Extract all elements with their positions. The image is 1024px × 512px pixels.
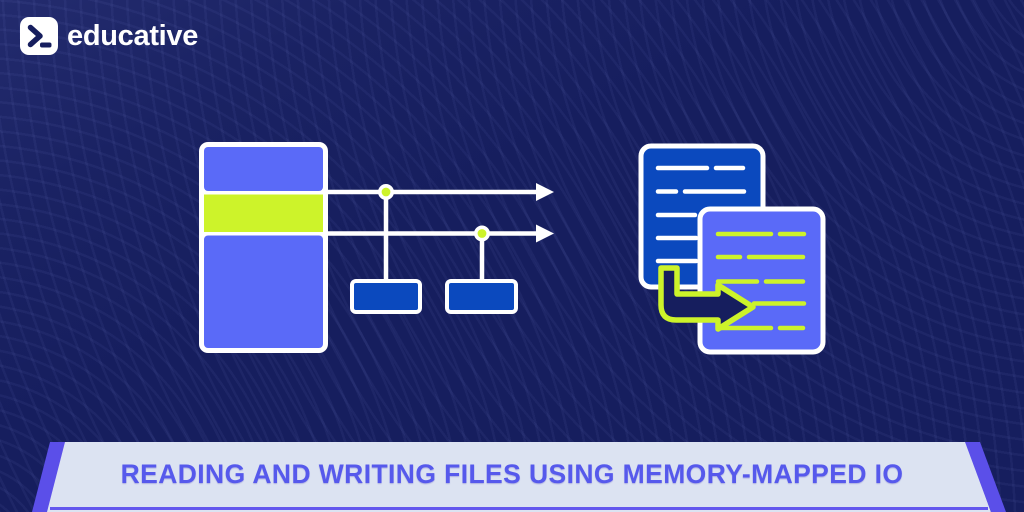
memory-segment-mapped <box>204 194 323 232</box>
right-arrowhead-icon-2 <box>536 224 554 243</box>
banner-background-trapezoid <box>46 442 991 512</box>
document-front-text-lines <box>715 231 807 331</box>
elbow-copy-arrow-icon <box>658 265 756 332</box>
buffer-box-1 <box>350 279 422 314</box>
title-banner: READING AND WRITING FILES USING MEMORY-M… <box>0 442 1024 512</box>
memory-segment-top <box>204 147 323 191</box>
document-back-text-lines <box>655 165 747 264</box>
logo-wordmark: educative <box>67 20 199 52</box>
mapping-lines <box>324 189 538 283</box>
pointer-dot-2 <box>473 225 490 242</box>
page-title: READING AND WRITING FILES USING MEMORY-M… <box>120 458 904 489</box>
buffer-box-2 <box>445 279 518 314</box>
memory-segment-bottom <box>204 235 323 348</box>
educative-logo: educative <box>20 17 198 55</box>
terminal-prompt-icon <box>20 17 58 55</box>
right-arrowhead-icon-1 <box>536 183 554 201</box>
pointer-dot-1 <box>377 184 394 201</box>
banner-underline <box>50 507 988 510</box>
memory-block <box>199 142 328 353</box>
